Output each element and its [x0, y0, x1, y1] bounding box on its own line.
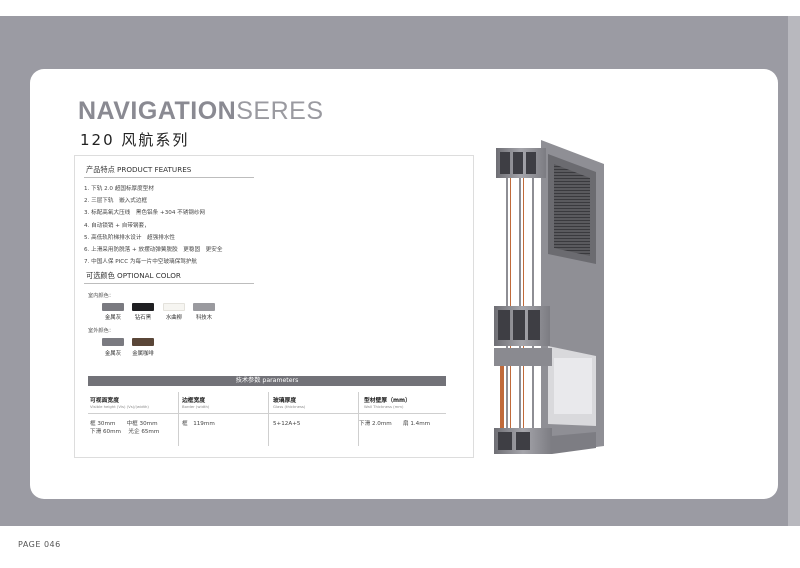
page-number: PAGE 046 [18, 540, 61, 549]
param-subtitle: Wall Thickness (mm) [364, 404, 404, 409]
param-divider [178, 392, 179, 446]
param-value: 下滑 2.0mm 扇 1.4mm [359, 421, 431, 427]
feature-item: 3. 标配高氧大压线 黑色铝条 +304 不锈钢纱网 [84, 210, 206, 217]
param-title: 可视面宽度 [90, 398, 119, 404]
indoor-label: 室内颜色： [88, 293, 114, 299]
param-subtitle: Glass (thickness) [273, 404, 306, 409]
brand-light: SERES [236, 97, 324, 125]
swatch-indoor-2 [163, 303, 185, 311]
features-rule [84, 177, 254, 178]
colors-title: 可选颜色 OPTIONAL COLOR [86, 271, 181, 280]
param-subtitle: Visible height (Vis) (Vs)/(width) [90, 404, 149, 409]
swatch-indoor-name: 钻石黑 [134, 315, 152, 321]
swatch-outdoor-name: 金属灰 [104, 351, 122, 357]
series-title: 120 风航系列 [80, 131, 190, 149]
swatch-indoor-name: 金属灰 [104, 315, 122, 321]
page-edge [788, 16, 800, 526]
swatch-outdoor-0 [102, 338, 124, 346]
param-divider [358, 392, 359, 446]
swatch-indoor-name: 科技木 [195, 315, 213, 321]
param-rule [88, 413, 446, 414]
param-title: 边框宽度 [182, 398, 206, 404]
param-value: 框 119mm [182, 421, 215, 427]
feature-item: 4. 自动锁销 + 自带钢套， [84, 222, 150, 229]
spec-panel [74, 155, 474, 458]
swatch-indoor-3 [193, 303, 215, 311]
param-value: 框 30mm 中框 30mm [90, 421, 158, 427]
param-title: 玻璃厚度 [273, 398, 297, 404]
feature-item: 7. 中国人保 PICC 为每一片中空玻璃保驾护航 [84, 259, 198, 266]
feature-item: 5. 高低轨阶梯排水设计 超强排水性 [84, 234, 176, 241]
feature-item: 2. 三层下轨 嵌入式边框 [84, 198, 148, 205]
swatch-outdoor-name: 金属咖啡 [132, 351, 154, 357]
feature-item: 6. 上滑采用防脱落 + 放摆动弹簧脱胶 更稳固 更安全 [84, 247, 223, 254]
param-title: 型材壁厚（mm） [364, 398, 411, 404]
feature-item: 1. 下轨 2.0 超国标厚度型材 [84, 186, 154, 192]
param-divider [268, 392, 269, 446]
outdoor-label: 室外颜色： [88, 328, 114, 334]
swatch-indoor-1 [132, 303, 154, 311]
brand-title: NAVIGATIONSERES [78, 97, 324, 126]
swatch-indoor-name: 水曲柳 [165, 315, 183, 321]
param-subtitle: Border (width) [182, 404, 210, 409]
swatch-indoor-0 [102, 303, 124, 311]
brand-bold: NAVIGATION [78, 97, 237, 125]
params-header: 技术参数 parameters [88, 376, 446, 386]
param-value: 5+12A+5 [273, 421, 301, 427]
features-title: 产品特点 PRODUCT FEATURES [86, 165, 192, 174]
window-profile-illustration [494, 140, 604, 454]
param-value: 下滑 60mm 光企 65mm [90, 429, 160, 435]
features-list: 1. 下轨 2.0 超国标厚度型材 2. 三层下轨 嵌入式边框 3. 标配高氧大… [84, 183, 222, 268]
swatch-outdoor-1 [132, 338, 154, 346]
content-card [30, 69, 778, 499]
colors-rule [84, 283, 254, 284]
